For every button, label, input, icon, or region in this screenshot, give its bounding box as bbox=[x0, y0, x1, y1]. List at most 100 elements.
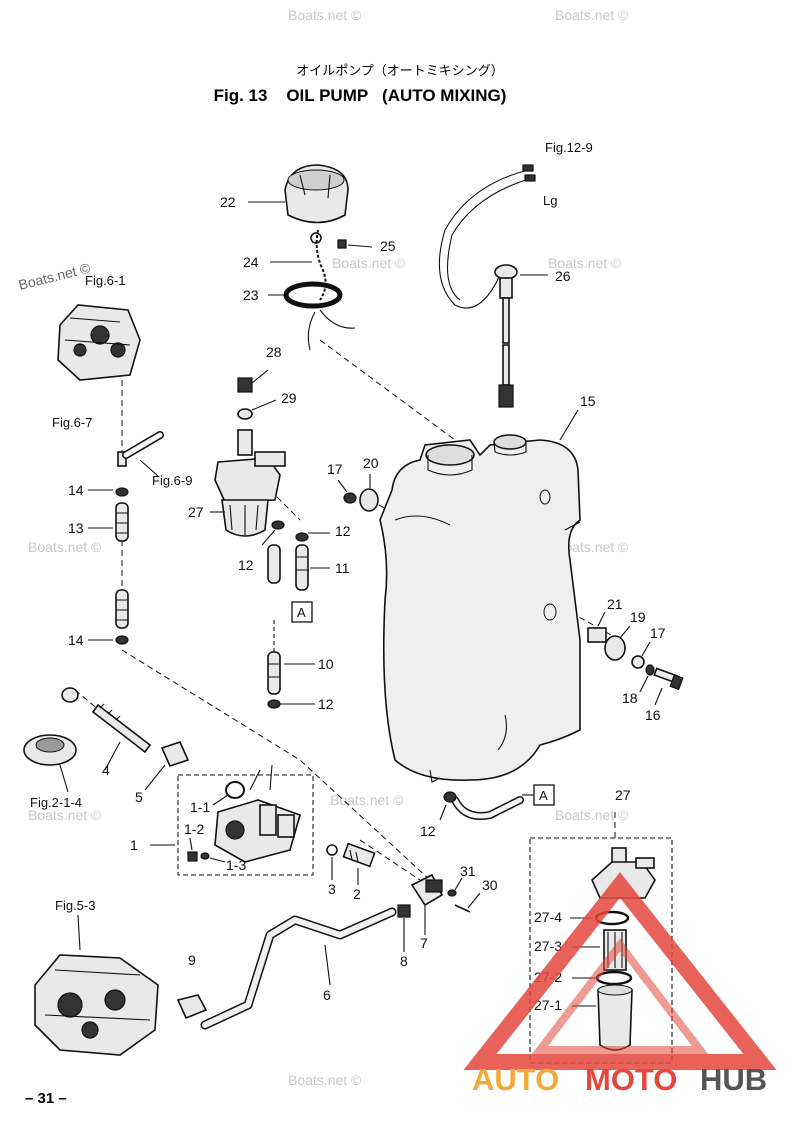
drive-shaft-4 bbox=[91, 703, 152, 754]
callout-27-4: 27-4 bbox=[534, 909, 562, 925]
watermark-text: Boats.net © bbox=[28, 539, 102, 555]
oil-tank-cap bbox=[284, 164, 349, 224]
callout-25: 25 bbox=[380, 238, 396, 254]
washer-29 bbox=[237, 408, 253, 420]
callout-29: 29 bbox=[281, 390, 297, 406]
grommet-20 bbox=[359, 488, 379, 512]
fig6-1-component bbox=[57, 304, 141, 381]
ref-fig6-1: Fig.6-1 bbox=[85, 273, 125, 288]
page-title: Fig. 13 OIL PUMP (AUTO MIXING) bbox=[214, 86, 507, 105]
marker-a: A bbox=[539, 788, 548, 803]
ref-fig2-1-4: Fig.2-1-4 bbox=[30, 795, 82, 810]
pump-assembly-box bbox=[177, 774, 314, 876]
collar-21 bbox=[587, 627, 607, 643]
callout-16: 16 bbox=[645, 707, 661, 723]
watermark-text: Boats.net © bbox=[330, 792, 404, 808]
watermarks: Boats.net © Boats.net © Boats.net © Boat… bbox=[17, 7, 629, 1088]
callout-8: 8 bbox=[400, 953, 408, 969]
watermark-text: Boats.net © bbox=[555, 7, 629, 23]
callout-1-1: 1-1 bbox=[190, 799, 210, 815]
callout-20: 20 bbox=[363, 455, 379, 471]
carburetor bbox=[34, 954, 159, 1056]
callout-18: 18 bbox=[622, 690, 638, 706]
oil-tank bbox=[379, 434, 581, 783]
oil-strainer bbox=[214, 429, 286, 537]
hose-clip bbox=[115, 635, 129, 645]
callout-17b: 17 bbox=[650, 625, 666, 641]
callout-6: 6 bbox=[323, 987, 331, 1003]
oil-hose-11 bbox=[267, 544, 309, 591]
callout-27b: 27 bbox=[615, 787, 631, 803]
callout-17a: 17 bbox=[327, 461, 343, 477]
callout-3: 3 bbox=[328, 881, 336, 897]
screw-1-2 bbox=[187, 851, 198, 862]
ref-fig6-7: Fig.6-7 bbox=[52, 415, 92, 430]
oil-pipe-6 bbox=[200, 907, 397, 1030]
hose-clip bbox=[115, 487, 129, 497]
callout-28: 28 bbox=[266, 344, 282, 360]
gasket-ring bbox=[283, 281, 343, 309]
cap-chain bbox=[315, 229, 327, 301]
callout-11: 11 bbox=[335, 560, 350, 576]
callout-2: 2 bbox=[353, 886, 361, 902]
callout-26: 26 bbox=[555, 268, 571, 284]
callout-14a: 14 bbox=[68, 482, 84, 498]
brand-moto: MOTO bbox=[585, 1062, 677, 1097]
drive-gear bbox=[23, 734, 77, 766]
ref-fig12-9: Fig.12-9 bbox=[545, 140, 593, 155]
oil-level-sensor bbox=[494, 264, 518, 408]
callout-4: 4 bbox=[102, 762, 110, 778]
fitting-28 bbox=[237, 377, 253, 393]
marker-a: A bbox=[297, 605, 306, 620]
watermark-text: Boats.net © bbox=[17, 259, 93, 292]
watermark-text: Boats.net © bbox=[288, 7, 362, 23]
callout-24: 24 bbox=[243, 254, 259, 270]
marker-a-box bbox=[291, 601, 313, 623]
bushing-5 bbox=[160, 741, 190, 767]
watermark-text: Boats.net © bbox=[288, 1072, 362, 1088]
callout-10: 10 bbox=[318, 656, 334, 672]
callout-22: 22 bbox=[220, 194, 236, 210]
washer-17 bbox=[343, 492, 357, 504]
callout-21: 21 bbox=[607, 596, 623, 612]
strainer-cup-27-1 bbox=[597, 984, 633, 1051]
callout-31: 31 bbox=[460, 863, 476, 879]
marker-a-box bbox=[533, 784, 555, 806]
watermark-text: Boats.net © bbox=[28, 807, 102, 823]
callout-5: 5 bbox=[135, 789, 143, 805]
screw-part bbox=[337, 239, 347, 249]
grommet-19 bbox=[604, 635, 626, 661]
watermark-text: Boats.net © bbox=[548, 255, 622, 271]
callout-30: 30 bbox=[482, 877, 498, 893]
callout-27-3: 27-3 bbox=[534, 938, 562, 954]
callout-1-3: 1-3 bbox=[226, 857, 246, 873]
callout-1-2: 1-2 bbox=[184, 821, 204, 837]
callout-19: 19 bbox=[630, 609, 646, 625]
ref-fig5-3: Fig.5-3 bbox=[55, 898, 95, 913]
japanese-title: オイルポンプ（オートミキシング） bbox=[296, 64, 504, 79]
oil-pump bbox=[214, 764, 301, 863]
nut-8 bbox=[397, 904, 411, 918]
ref-lg: Lg bbox=[543, 193, 557, 208]
oil-hose-13 bbox=[115, 502, 129, 629]
watermark-text: Boats.net © bbox=[555, 539, 629, 555]
callout-27a: 27 bbox=[188, 504, 204, 520]
clamp-9 bbox=[176, 994, 208, 1020]
ref-fig6-9: Fig.6-9 bbox=[152, 473, 192, 488]
callout-15: 15 bbox=[580, 393, 596, 409]
lock-washer-18 bbox=[645, 664, 655, 676]
callout-27-1: 27-1 bbox=[534, 997, 562, 1013]
brand-logo: AUTO MOTO HUB bbox=[463, 872, 777, 1097]
washer-17 bbox=[631, 655, 645, 669]
callout-12b: 12 bbox=[238, 557, 254, 573]
callout-9: 9 bbox=[188, 952, 196, 968]
callout-23: 23 bbox=[243, 287, 259, 303]
callout-14b: 14 bbox=[68, 632, 84, 648]
page-number: – 31 – bbox=[25, 1090, 67, 1107]
oil-hose-10 bbox=[267, 620, 281, 695]
callout-12c: 12 bbox=[318, 696, 334, 712]
watermark-text: Boats.net © bbox=[555, 807, 629, 823]
sensor-wire bbox=[438, 169, 529, 309]
watermark-text: Boats.net © bbox=[332, 255, 406, 271]
